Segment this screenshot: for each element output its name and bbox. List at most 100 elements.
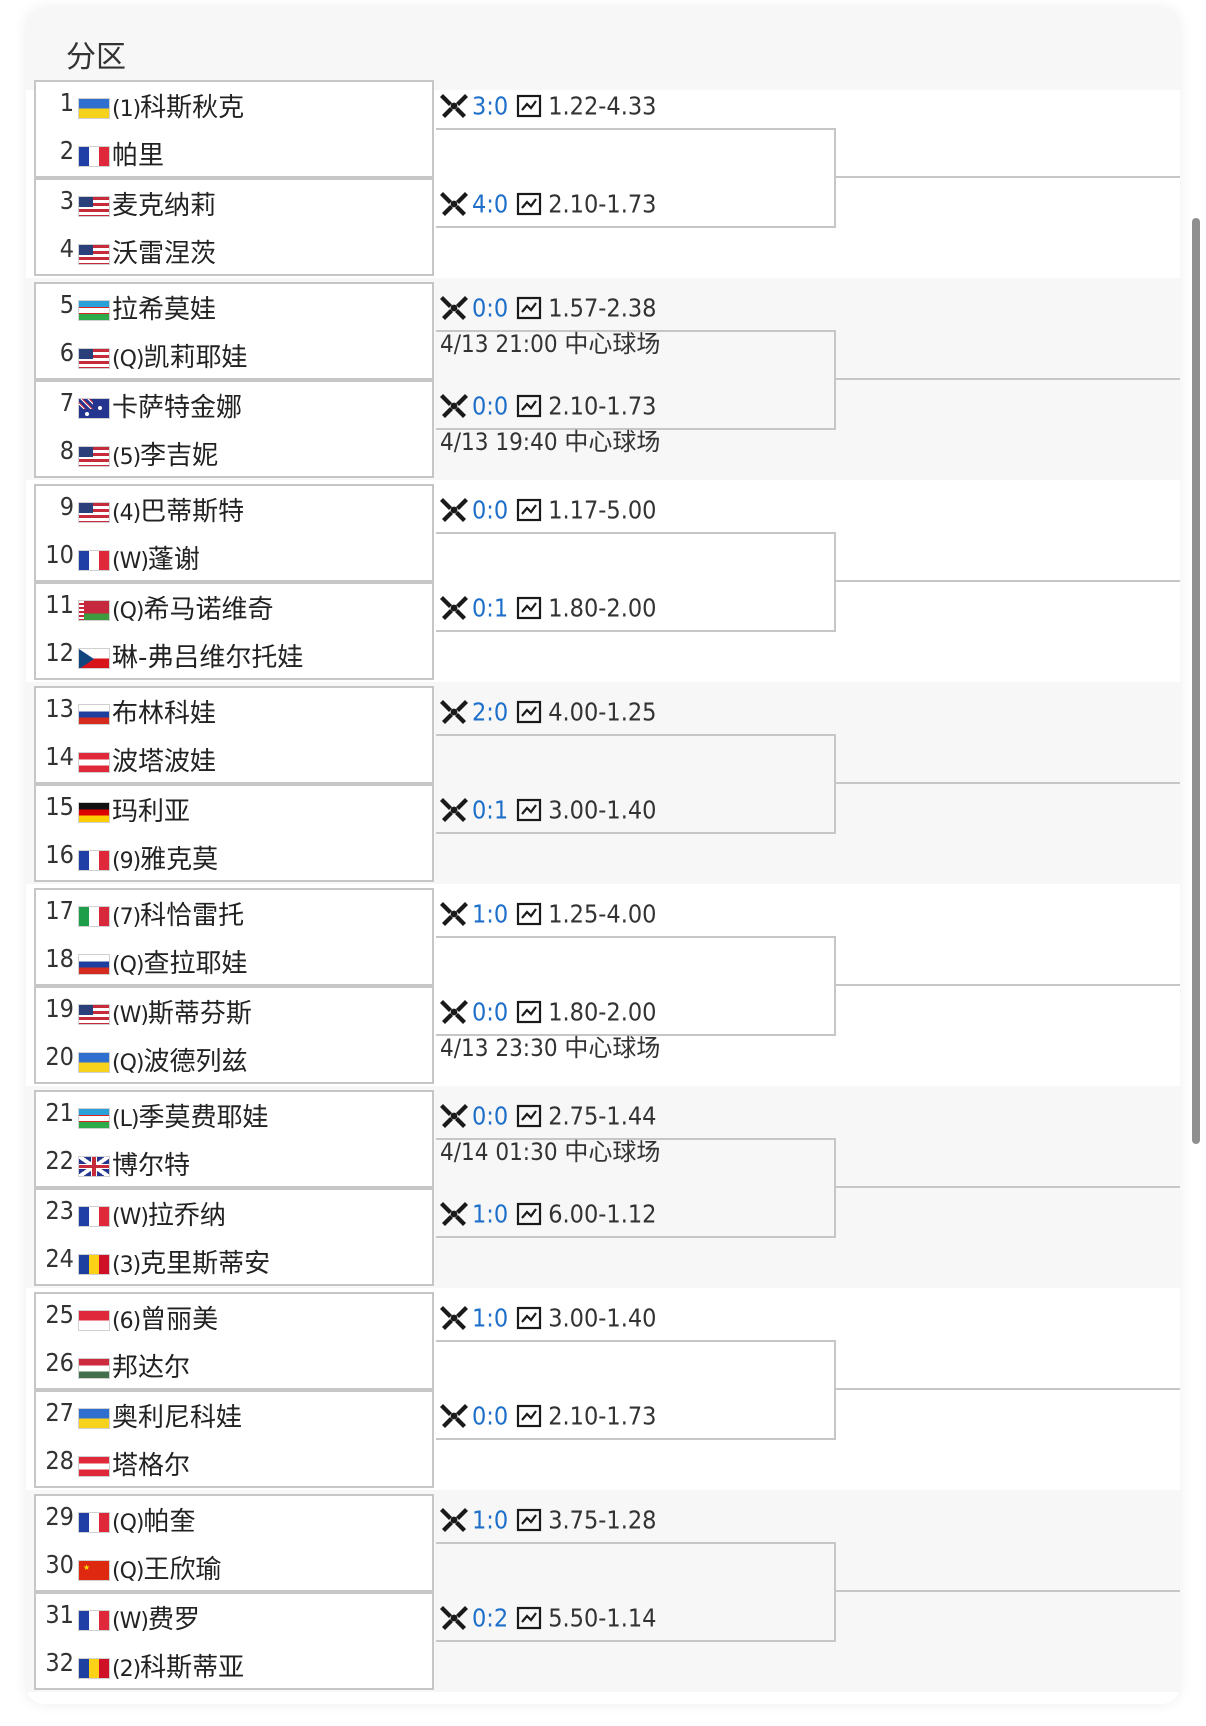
player-row[interactable]: 23(W)拉乔纳 [36,1190,432,1238]
player-name[interactable]: 邦达尔 [112,1347,190,1384]
match-score[interactable]: 3:0 [472,91,509,121]
player-row[interactable]: 6(Q)凯莉耶娃 [36,332,432,380]
player-name[interactable]: 布林科娃 [112,693,216,730]
vertical-scrollbar[interactable] [1192,218,1200,1144]
player-row[interactable]: 24(3)克里斯蒂安 [36,1238,432,1286]
player-name[interactable]: 沃雷涅茨 [112,233,216,270]
player-row[interactable]: 1(1)科斯秋克 [36,82,432,130]
player-name[interactable]: 玛利亚 [112,791,190,828]
player-name[interactable]: 博尔特 [112,1145,190,1182]
match-score[interactable]: 0:0 [472,997,509,1027]
match-score[interactable]: 0:2 [472,1603,509,1633]
line-chart-icon[interactable] [516,191,542,217]
player-name[interactable]: (Q)王欣瑜 [112,1549,222,1586]
match-score[interactable]: 0:1 [472,795,509,825]
player-row[interactable]: 30★(Q)王欣瑜 [36,1544,432,1592]
player-name[interactable]: (3)克里斯蒂安 [112,1243,270,1280]
line-chart-icon[interactable] [516,1605,542,1631]
player-name[interactable]: (5)李吉妮 [112,435,218,472]
player-name[interactable]: (Q)波德列兹 [112,1041,248,1078]
line-chart-icon[interactable] [516,295,542,321]
player-row[interactable]: 21(L)季莫费耶娃 [36,1092,432,1140]
player-name[interactable]: (W)蓬谢 [112,539,200,576]
line-chart-icon[interactable] [516,699,542,725]
match-score[interactable]: 0:0 [472,1101,509,1131]
match-score[interactable]: 4:0 [472,189,509,219]
player-row[interactable]: 17(7)科恰雷托 [36,890,432,938]
line-chart-icon[interactable] [516,1507,542,1533]
match-score[interactable]: 1:0 [472,1303,509,1333]
player-name[interactable]: (W)拉乔纳 [112,1195,226,1232]
match-score[interactable]: 0:0 [472,495,509,525]
line-chart-icon[interactable] [516,1403,542,1429]
player-name[interactable]: (9)雅克莫 [112,839,218,876]
player-row[interactable]: 29(Q)帕奎 [36,1496,432,1544]
player-row[interactable]: 31(W)费罗 [36,1594,432,1642]
line-chart-icon[interactable] [516,393,542,419]
player-name[interactable]: (Q)查拉耶娃 [112,943,248,980]
player-row[interactable]: 18(Q)查拉耶娃 [36,938,432,986]
player-name[interactable]: 拉希莫娃 [112,289,216,326]
player-name[interactable]: (6)曾丽美 [112,1299,218,1336]
player-name[interactable]: 卡萨特金娜 [112,387,242,424]
player-name[interactable]: (7)科恰雷托 [112,895,244,932]
player-name[interactable]: (Q)帕奎 [112,1501,196,1538]
player-name[interactable]: 麦克纳莉 [112,185,216,222]
player-name[interactable]: 帕里 [112,135,164,172]
player-row[interactable]: 19(W)斯蒂芬斯 [36,988,432,1036]
line-chart-icon[interactable] [516,999,542,1025]
player-name[interactable]: (1)科斯秋克 [112,87,244,124]
player-row[interactable]: 32(2)科斯蒂亚 [36,1642,432,1690]
match-score[interactable]: 1:0 [472,1199,509,1229]
line-chart-icon[interactable] [516,93,542,119]
player-name[interactable]: (W)斯蒂芬斯 [112,993,252,1030]
match-score[interactable]: 0:0 [472,391,509,421]
player-name[interactable]: (2)科斯蒂亚 [112,1647,244,1684]
player-name[interactable]: 塔格尔 [112,1445,190,1482]
line-chart-icon[interactable] [516,1103,542,1129]
player-row[interactable]: 16(9)雅克莫 [36,834,432,882]
player-row[interactable]: 9(4)巴蒂斯特 [36,486,432,534]
match-score[interactable]: 2:0 [472,697,509,727]
player-name[interactable]: (W)费罗 [112,1599,200,1636]
player-name[interactable]: 波塔波娃 [112,741,216,778]
player-name[interactable]: (L)季莫费耶娃 [112,1097,268,1134]
player-row[interactable]: 20(Q)波德列兹 [36,1036,432,1084]
player-row[interactable]: 10(W)蓬谢 [36,534,432,582]
line-chart-icon[interactable] [516,901,542,927]
player-name[interactable]: 琳-弗吕维尔托娃 [112,637,303,674]
match-score[interactable]: 0:0 [472,1401,509,1431]
player-name[interactable]: (Q)凯莉耶娃 [112,337,248,374]
player-name[interactable]: (4)巴蒂斯特 [112,491,244,528]
line-chart-icon[interactable] [516,1305,542,1331]
player-row[interactable]: 25(6)曾丽美 [36,1294,432,1342]
player-name[interactable]: 奥利尼科娃 [112,1397,242,1434]
line-chart-icon[interactable] [516,497,542,523]
player-name[interactable]: (Q)希马诺维奇 [112,589,274,626]
line-chart-icon[interactable] [516,797,542,823]
